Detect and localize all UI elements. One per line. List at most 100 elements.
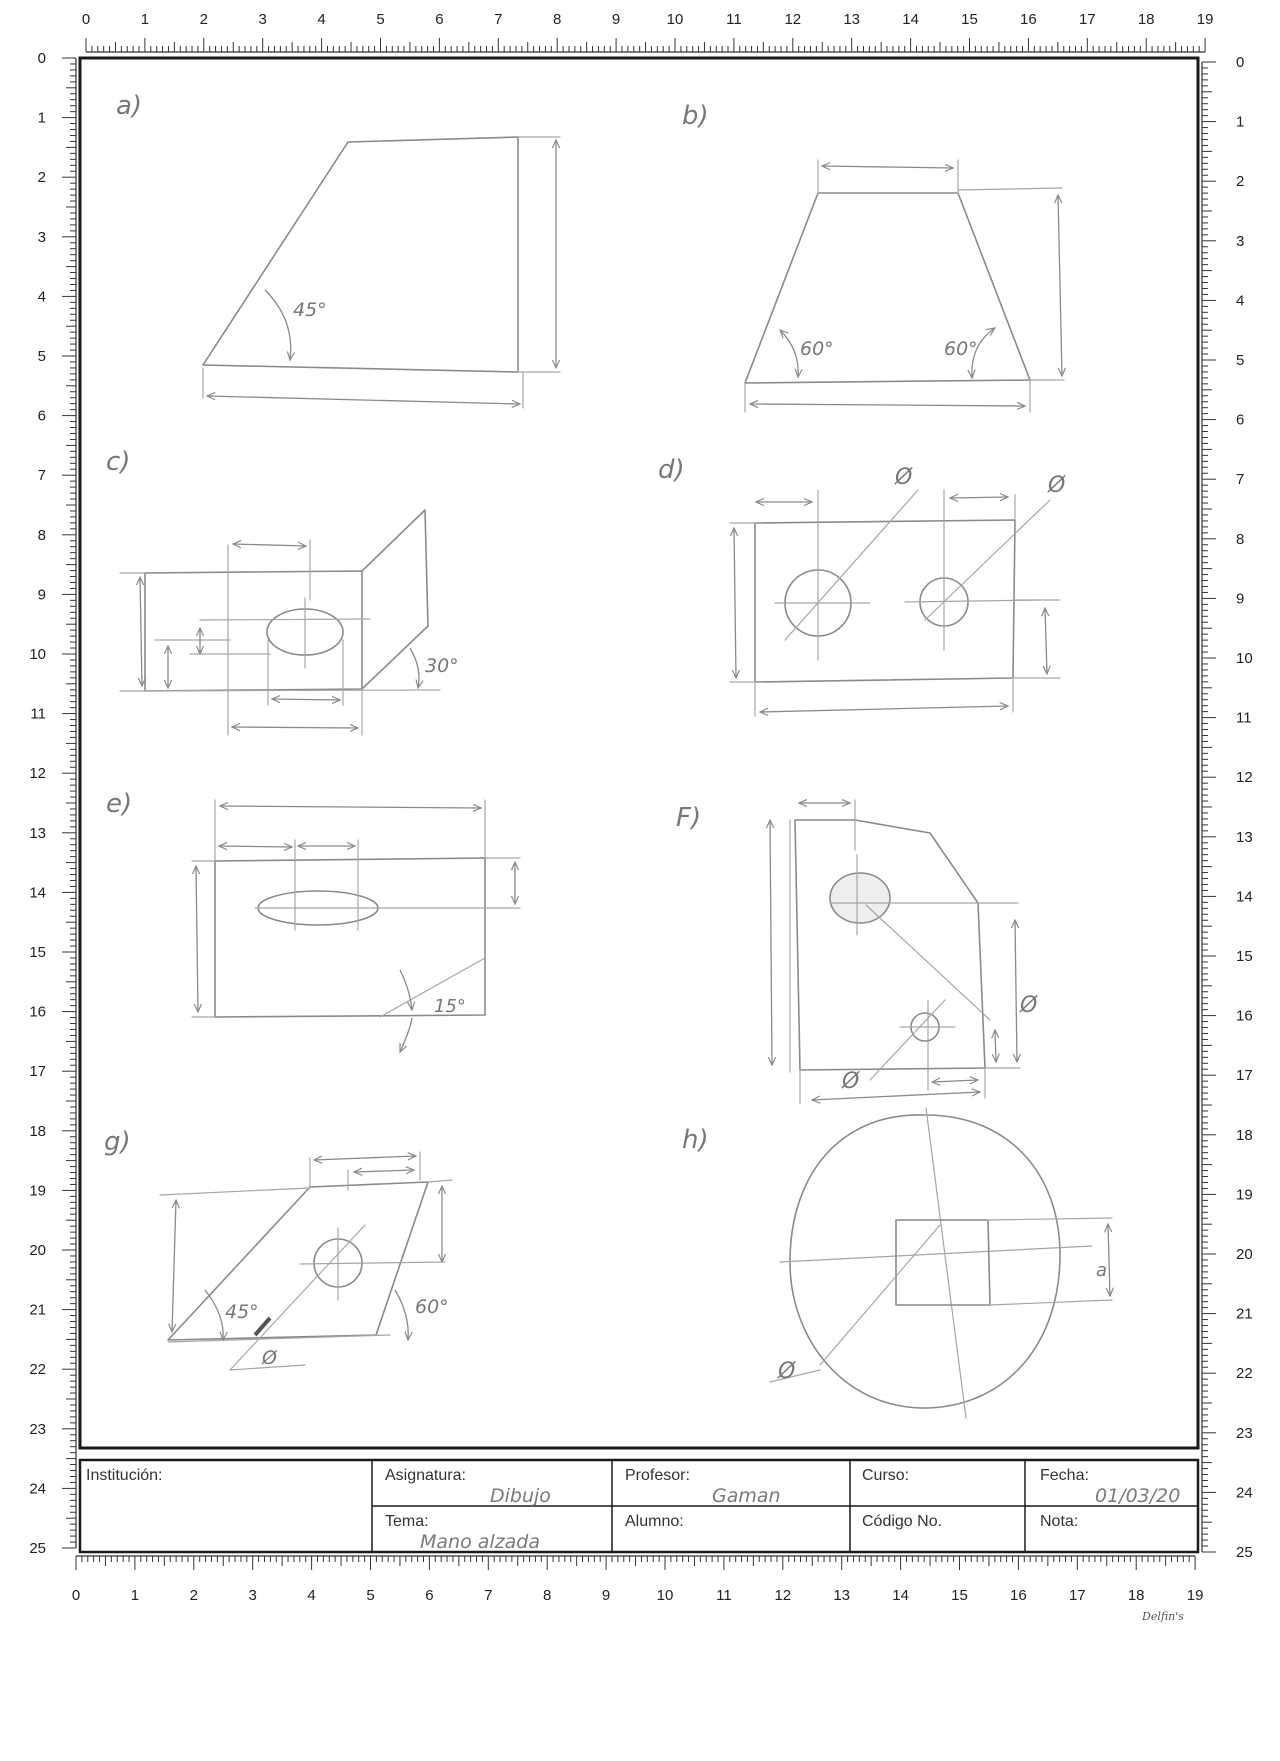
ruler-number: 16: [29, 1004, 46, 1021]
exercise-a: a) 45°: [116, 91, 561, 409]
exercise-d: d) Ø Ø: [658, 455, 1066, 717]
exercise-h-dim-right: a: [1096, 1260, 1107, 1281]
ruler-number: 4: [1236, 292, 1244, 309]
ruler-number: 15: [951, 1587, 968, 1604]
ruler-number: 3: [249, 1587, 257, 1604]
exercise-a-label: a): [116, 91, 142, 121]
exercise-d-diam-1: Ø: [894, 465, 913, 490]
ruler-number: 2: [1236, 173, 1244, 190]
ruler-number: 3: [259, 11, 267, 28]
ruler-number: 7: [494, 11, 502, 28]
ruler-number: 0: [1236, 54, 1244, 71]
exercise-e-angle: 15°: [434, 996, 466, 1017]
alumno-label: Alumno:: [625, 1513, 684, 1530]
ruler-number: 11: [30, 706, 46, 723]
top-ruler: [85, 38, 1206, 53]
asignatura-label: Asignatura:: [385, 1467, 466, 1484]
codigo-label: Código No.: [862, 1513, 942, 1530]
ruler-number: 9: [1236, 590, 1244, 607]
ruler-number: 18: [29, 1123, 46, 1140]
right-ruler-numbers: 0123456789101112131415161718192021222324…: [1236, 54, 1253, 1561]
exercise-h-dim-left: Ø: [777, 1359, 796, 1384]
ruler-number: 16: [1010, 1587, 1027, 1604]
exercise-e-label: e): [106, 789, 132, 819]
ruler-number: 7: [1236, 471, 1244, 488]
ruler-number: 4: [307, 1587, 315, 1604]
ruler-number: 19: [1187, 1587, 1204, 1604]
exercise-g-angle-right: 60°: [415, 1296, 449, 1318]
ruler-number: 7: [38, 467, 46, 484]
ruler-number: 14: [902, 11, 919, 28]
ruler-number: 17: [1236, 1067, 1253, 1084]
ruler-number: 19: [1197, 11, 1214, 28]
nota-label: Nota:: [1040, 1513, 1078, 1530]
ruler-number: 6: [38, 408, 46, 425]
ruler-number: 10: [667, 11, 684, 28]
ruler-number: 15: [961, 11, 978, 28]
institucion-label: Institución:: [86, 1467, 162, 1484]
ruler-number: 2: [38, 169, 46, 186]
ruler-number: 6: [425, 1587, 433, 1604]
ruler-number: 14: [29, 884, 46, 901]
ruler-number: 13: [833, 1587, 850, 1604]
ruler-number: 13: [843, 11, 860, 28]
ruler-number: 6: [1236, 412, 1244, 429]
exercise-f: F) Ø Ø: [676, 800, 1038, 1105]
title-block: Institución: Asignatura: Dibujo Profesor…: [78, 1458, 1200, 1554]
ruler-number: 25: [1236, 1544, 1253, 1561]
tema-value: Mano alzada: [420, 1531, 540, 1553]
exercise-h-label: h): [682, 1125, 709, 1155]
ruler-number: 8: [38, 527, 46, 544]
ruler-number: 18: [1138, 11, 1155, 28]
ruler-number: 12: [1236, 769, 1253, 786]
ruler-number: 11: [1236, 710, 1252, 727]
ruler-number: 10: [29, 646, 46, 663]
exercise-c-angle: 30°: [425, 655, 459, 677]
ruler-number: 2: [200, 11, 208, 28]
ruler-number: 9: [602, 1587, 610, 1604]
exercise-g-angle-left: 45°: [225, 1301, 259, 1323]
profesor-value: Gaman: [712, 1485, 781, 1507]
brand-logo: Delfin's: [1141, 1610, 1184, 1623]
profesor-label: Profesor:: [625, 1467, 690, 1484]
ruler-number: 19: [29, 1182, 46, 1199]
ruler-number: 13: [29, 825, 46, 842]
ruler-number: 1: [141, 11, 149, 28]
ruler-number: 10: [1236, 650, 1253, 667]
ruler-number: 1: [1236, 114, 1244, 131]
ruler-number: 12: [774, 1587, 791, 1604]
ruler-number: 21: [29, 1302, 46, 1319]
ruler-number: 0: [38, 50, 46, 67]
ruler-number: 21: [1236, 1306, 1253, 1323]
asignatura-value: Dibujo: [490, 1485, 551, 1507]
exercise-g-label: g): [104, 1127, 131, 1157]
exercise-f-label: F): [676, 803, 701, 833]
drawing-frame: [78, 56, 1200, 1450]
curso-label: Curso:: [862, 1467, 909, 1484]
ruler-number: 1: [131, 1587, 139, 1604]
left-ruler: [62, 57, 77, 1549]
ruler-number: 15: [29, 944, 46, 961]
bottom-ruler: [75, 1555, 1196, 1570]
ruler-number: 17: [1069, 1587, 1086, 1604]
ruler-number: 0: [72, 1587, 80, 1604]
ruler-number: 3: [1236, 233, 1244, 250]
fecha-value: 01/03/20: [1095, 1485, 1180, 1507]
ruler-number: 24: [29, 1480, 46, 1497]
ruler-number: 25: [29, 1540, 46, 1557]
ruler-number: 12: [29, 765, 46, 782]
exercise-b-angle-right: 60°: [944, 338, 978, 360]
ruler-number: 5: [38, 348, 46, 365]
exercise-b: b) 60° 60°: [682, 101, 1064, 413]
right-ruler: [1201, 61, 1216, 1553]
ruler-number: 4: [38, 288, 46, 305]
ruler-number: 7: [484, 1587, 492, 1604]
exercise-d-label: d): [658, 455, 685, 485]
ruler-number: 20: [29, 1242, 46, 1259]
ruler-number: 15: [1236, 948, 1253, 965]
exercise-e: e) 15°: [106, 789, 521, 1052]
ruler-number: 10: [657, 1587, 674, 1604]
ruler-number: 5: [1236, 352, 1244, 369]
